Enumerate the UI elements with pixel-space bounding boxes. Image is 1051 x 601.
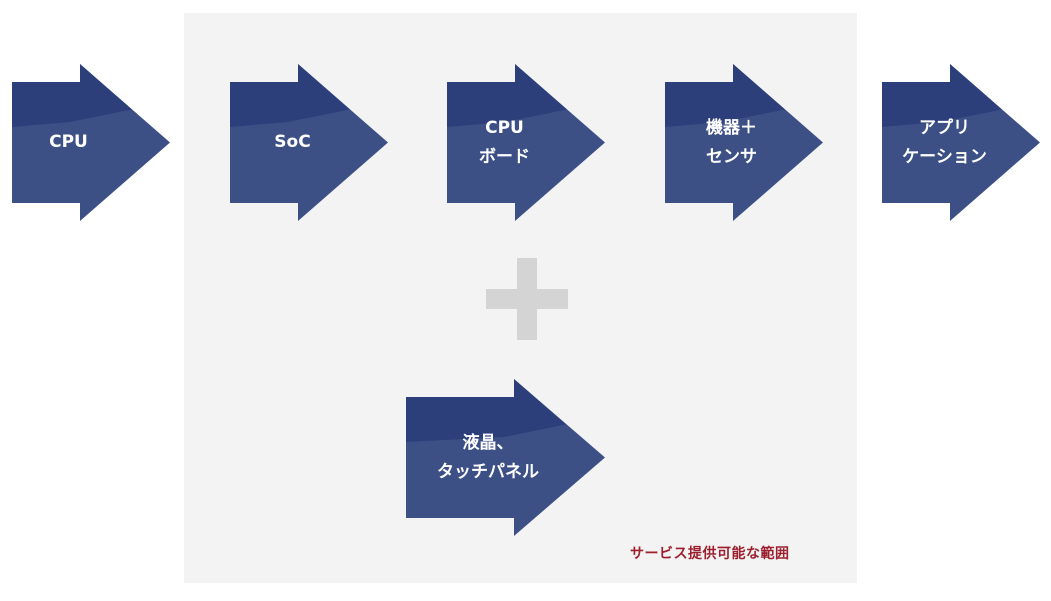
step-arrow-lcd-touch: 液晶、 タッチパネル <box>406 379 605 536</box>
step-label-line: センサ <box>706 146 757 167</box>
arrow-shape-icon <box>12 64 170 221</box>
arrow-shape-icon <box>665 64 823 221</box>
step-label-line: CPU <box>485 117 524 138</box>
arrow-shape-icon <box>230 64 388 221</box>
plus-icon <box>486 258 568 340</box>
step-label-line: ケーション <box>902 146 987 167</box>
step-arrow-cpu: CPU <box>12 64 170 221</box>
step-label-line: アプリ <box>919 117 970 138</box>
step-arrow-soc: SoC <box>230 64 388 221</box>
plus-vertical-bar <box>517 258 537 340</box>
arrow-shape-icon <box>406 379 605 536</box>
step-label-line: 機器＋ <box>706 117 757 138</box>
service-area-label: サービス提供可能な範囲 <box>630 546 790 562</box>
step-arrow-cpu-board: CPU ボード <box>447 64 605 221</box>
step-label-line: タッチパネル <box>437 461 539 482</box>
step-label-line: CPU <box>49 132 88 152</box>
step-label-line: SoC <box>274 132 311 152</box>
step-label-line: 液晶、 <box>462 432 514 453</box>
step-label-soc: SoC <box>230 64 355 221</box>
step-label-cpu-board: CPU ボード <box>447 64 562 221</box>
arrow-shape-icon <box>447 64 605 221</box>
arrow-shape-icon <box>882 64 1040 221</box>
step-label-line: ボード <box>479 146 530 167</box>
step-arrow-device-sensor: 機器＋ センサ <box>665 64 823 221</box>
step-label-cpu: CPU <box>12 64 125 221</box>
step-label-lcd-touch: 液晶、 タッチパネル <box>406 379 570 536</box>
step-label-device-sensor: 機器＋ センサ <box>665 64 798 221</box>
step-label-application: アプリ ケーション <box>882 64 1007 221</box>
step-arrow-application: アプリ ケーション <box>882 64 1040 221</box>
